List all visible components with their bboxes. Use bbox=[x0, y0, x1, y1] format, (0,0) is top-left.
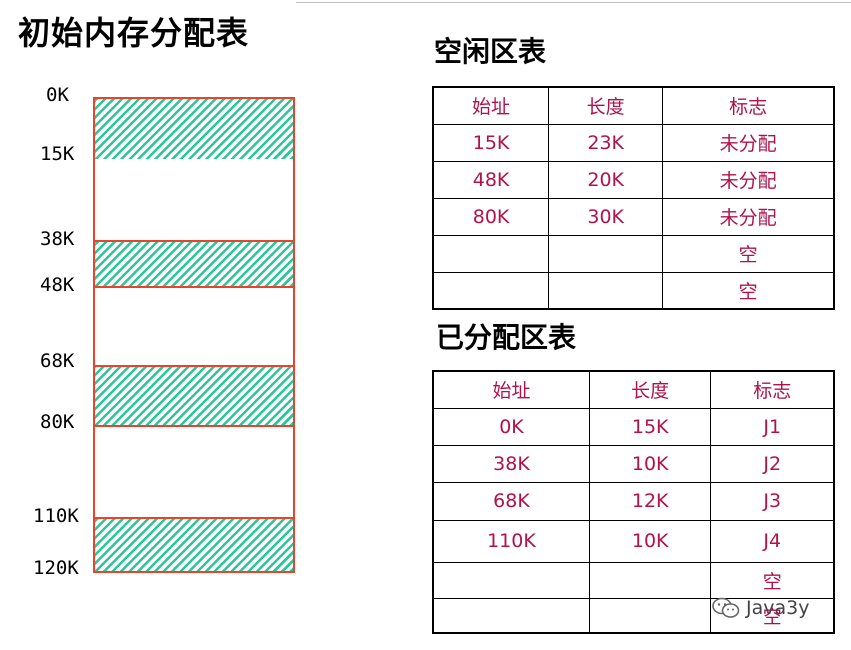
table-cell bbox=[588, 597, 712, 634]
table-cell: J2 bbox=[710, 444, 835, 483]
table-cell: 10K bbox=[588, 444, 712, 483]
table-row: 80K 30K 未分配 bbox=[432, 197, 835, 236]
memory-label: 48K bbox=[40, 274, 75, 296]
memory-label: 120K bbox=[33, 557, 79, 579]
allocated-segment bbox=[93, 97, 295, 161]
table-cell: 38K bbox=[432, 444, 590, 483]
memory-label: 0K bbox=[46, 84, 69, 106]
table-cell bbox=[432, 271, 550, 310]
alloc-table-title: 已分配区表 bbox=[436, 321, 577, 354]
allocated-segment bbox=[93, 242, 295, 288]
memory-label: 38K bbox=[40, 228, 75, 250]
table-cell: 110K bbox=[432, 519, 590, 563]
table-cell: 空 bbox=[662, 234, 835, 273]
table-row: 15K 23K 未分配 bbox=[432, 123, 835, 162]
free-segment bbox=[93, 288, 295, 367]
table-row: 48K 20K 未分配 bbox=[432, 160, 835, 199]
header-cell: 始址 bbox=[432, 370, 590, 409]
table-cell: 10K bbox=[588, 519, 712, 563]
table-cell bbox=[588, 561, 712, 599]
table-row: 空 bbox=[432, 561, 835, 599]
table-row: 空 bbox=[432, 271, 835, 310]
table-row: 0K 15K J1 bbox=[432, 407, 835, 446]
table-cell: 15K bbox=[588, 407, 712, 446]
table-cell bbox=[432, 234, 550, 273]
allocated-segment bbox=[93, 519, 295, 573]
table-cell: 空 bbox=[710, 561, 835, 599]
memory-label: 15K bbox=[40, 143, 75, 165]
table-cell: J4 bbox=[710, 519, 835, 563]
table-cell: 68K bbox=[432, 481, 590, 521]
table-cell bbox=[432, 561, 590, 599]
table-cell: 23K bbox=[548, 123, 664, 162]
watermark: Java3y bbox=[712, 597, 809, 619]
table-row: 68K 12K J3 bbox=[432, 481, 835, 521]
table-cell bbox=[548, 271, 664, 310]
header-cell: 长度 bbox=[548, 86, 664, 125]
table-cell: 48K bbox=[432, 160, 550, 199]
header-cell: 标志 bbox=[710, 370, 835, 409]
table-row: 空 bbox=[432, 234, 835, 273]
header-cell: 长度 bbox=[588, 370, 712, 409]
table-cell: 空 bbox=[662, 271, 835, 310]
free-segment bbox=[93, 159, 295, 242]
table-cell: 0K bbox=[432, 407, 590, 446]
table-header-row: 始址 长度 标志 bbox=[432, 86, 835, 125]
watermark-text: Java3y bbox=[746, 597, 810, 619]
table-cell: 20K bbox=[548, 160, 664, 199]
memory-label: 68K bbox=[40, 350, 75, 372]
allocated-segment bbox=[93, 367, 295, 427]
table-cell: 未分配 bbox=[662, 123, 835, 162]
memory-label: 80K bbox=[40, 411, 75, 433]
table-cell bbox=[548, 234, 664, 273]
table-cell: J3 bbox=[710, 481, 835, 521]
table-row: 38K 10K J2 bbox=[432, 444, 835, 483]
free-table: 始址 长度 标志 15K 23K 未分配 48K 20K 未分配 80K 30K… bbox=[432, 86, 835, 310]
table-cell: 30K bbox=[548, 197, 664, 236]
main-title: 初始内存分配表 bbox=[18, 14, 250, 52]
table-cell: 未分配 bbox=[662, 197, 835, 236]
table-cell: 12K bbox=[588, 481, 712, 521]
table-header-row: 始址 长度 标志 bbox=[432, 370, 835, 409]
free-segment bbox=[93, 427, 295, 519]
header-cell: 标志 bbox=[662, 86, 835, 125]
table-cell: 未分配 bbox=[662, 160, 835, 199]
table-cell: 15K bbox=[432, 123, 550, 162]
free-table-title: 空闲区表 bbox=[434, 35, 547, 68]
memory-label: 110K bbox=[33, 505, 79, 527]
table-row: 110K 10K J4 bbox=[432, 519, 835, 563]
table-cell: 80K bbox=[432, 197, 550, 236]
table-cell: J1 bbox=[710, 407, 835, 446]
table-cell bbox=[432, 597, 590, 634]
header-cell: 始址 bbox=[432, 86, 550, 125]
wechat-icon bbox=[712, 597, 740, 618]
top-border-line bbox=[296, 2, 851, 3]
alloc-table: 始址 长度 标志 0K 15K J1 38K 10K J2 68K 12K J3… bbox=[432, 370, 835, 634]
